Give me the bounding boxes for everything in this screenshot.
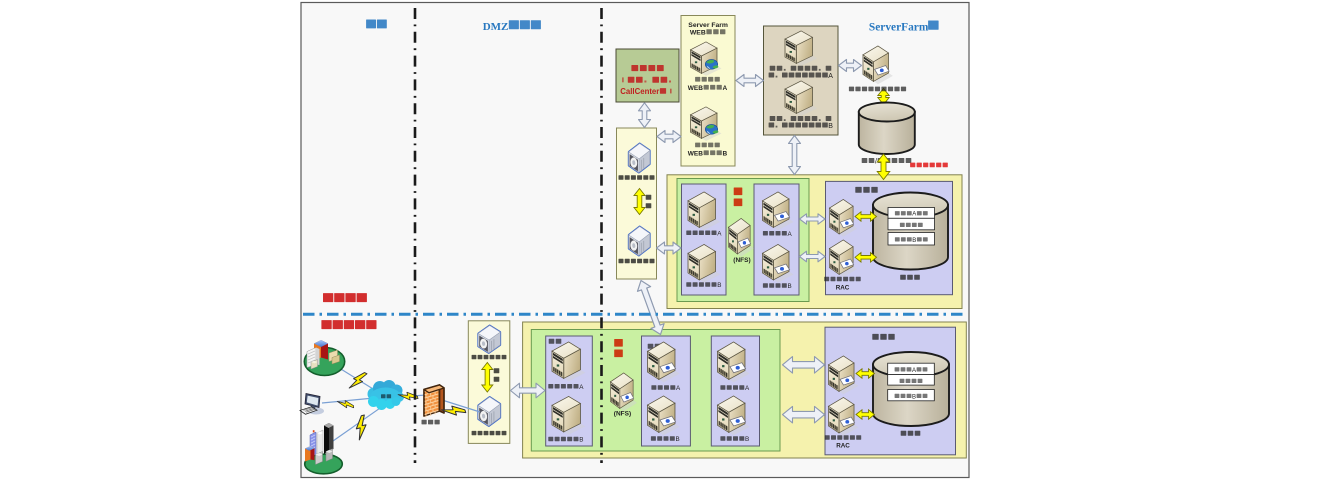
svg-text:WEB: WEB (688, 150, 703, 157)
svg-text:B: B (912, 238, 916, 244)
svg-text:A: A (579, 384, 584, 391)
svg-text:WEB: WEB (688, 85, 703, 92)
svg-text:DMZ: DMZ (483, 21, 509, 33)
svg-text:A: A (788, 231, 793, 238)
svg-text:B: B (723, 150, 728, 157)
svg-text:B: B (788, 283, 792, 290)
svg-text:CallCenter: CallCenter (620, 87, 659, 96)
svg-text:B: B (717, 282, 721, 289)
svg-text:B: B (828, 123, 833, 130)
svg-text:A: A (717, 230, 722, 237)
svg-text:(NFS): (NFS) (614, 411, 631, 418)
svg-text:/: / (875, 158, 877, 165)
svg-text:B: B (912, 394, 916, 400)
svg-text:B: B (745, 436, 749, 443)
svg-text:WEB: WEB (690, 30, 706, 37)
svg-text:A: A (676, 385, 681, 392)
svg-text:B: B (579, 437, 583, 444)
svg-text:RAC: RAC (836, 443, 850, 450)
svg-text:A: A (912, 368, 916, 374)
svg-text:B: B (676, 436, 680, 443)
svg-text:A: A (745, 385, 750, 392)
svg-text:(NFS): (NFS) (733, 257, 750, 264)
svg-text:ServerFarm: ServerFarm (869, 21, 929, 33)
svg-text:A: A (723, 85, 728, 92)
svg-text:A: A (828, 73, 833, 80)
svg-text:RAC: RAC (836, 285, 850, 292)
svg-text:Server Farm: Server Farm (688, 22, 728, 29)
svg-text:A: A (912, 212, 916, 218)
